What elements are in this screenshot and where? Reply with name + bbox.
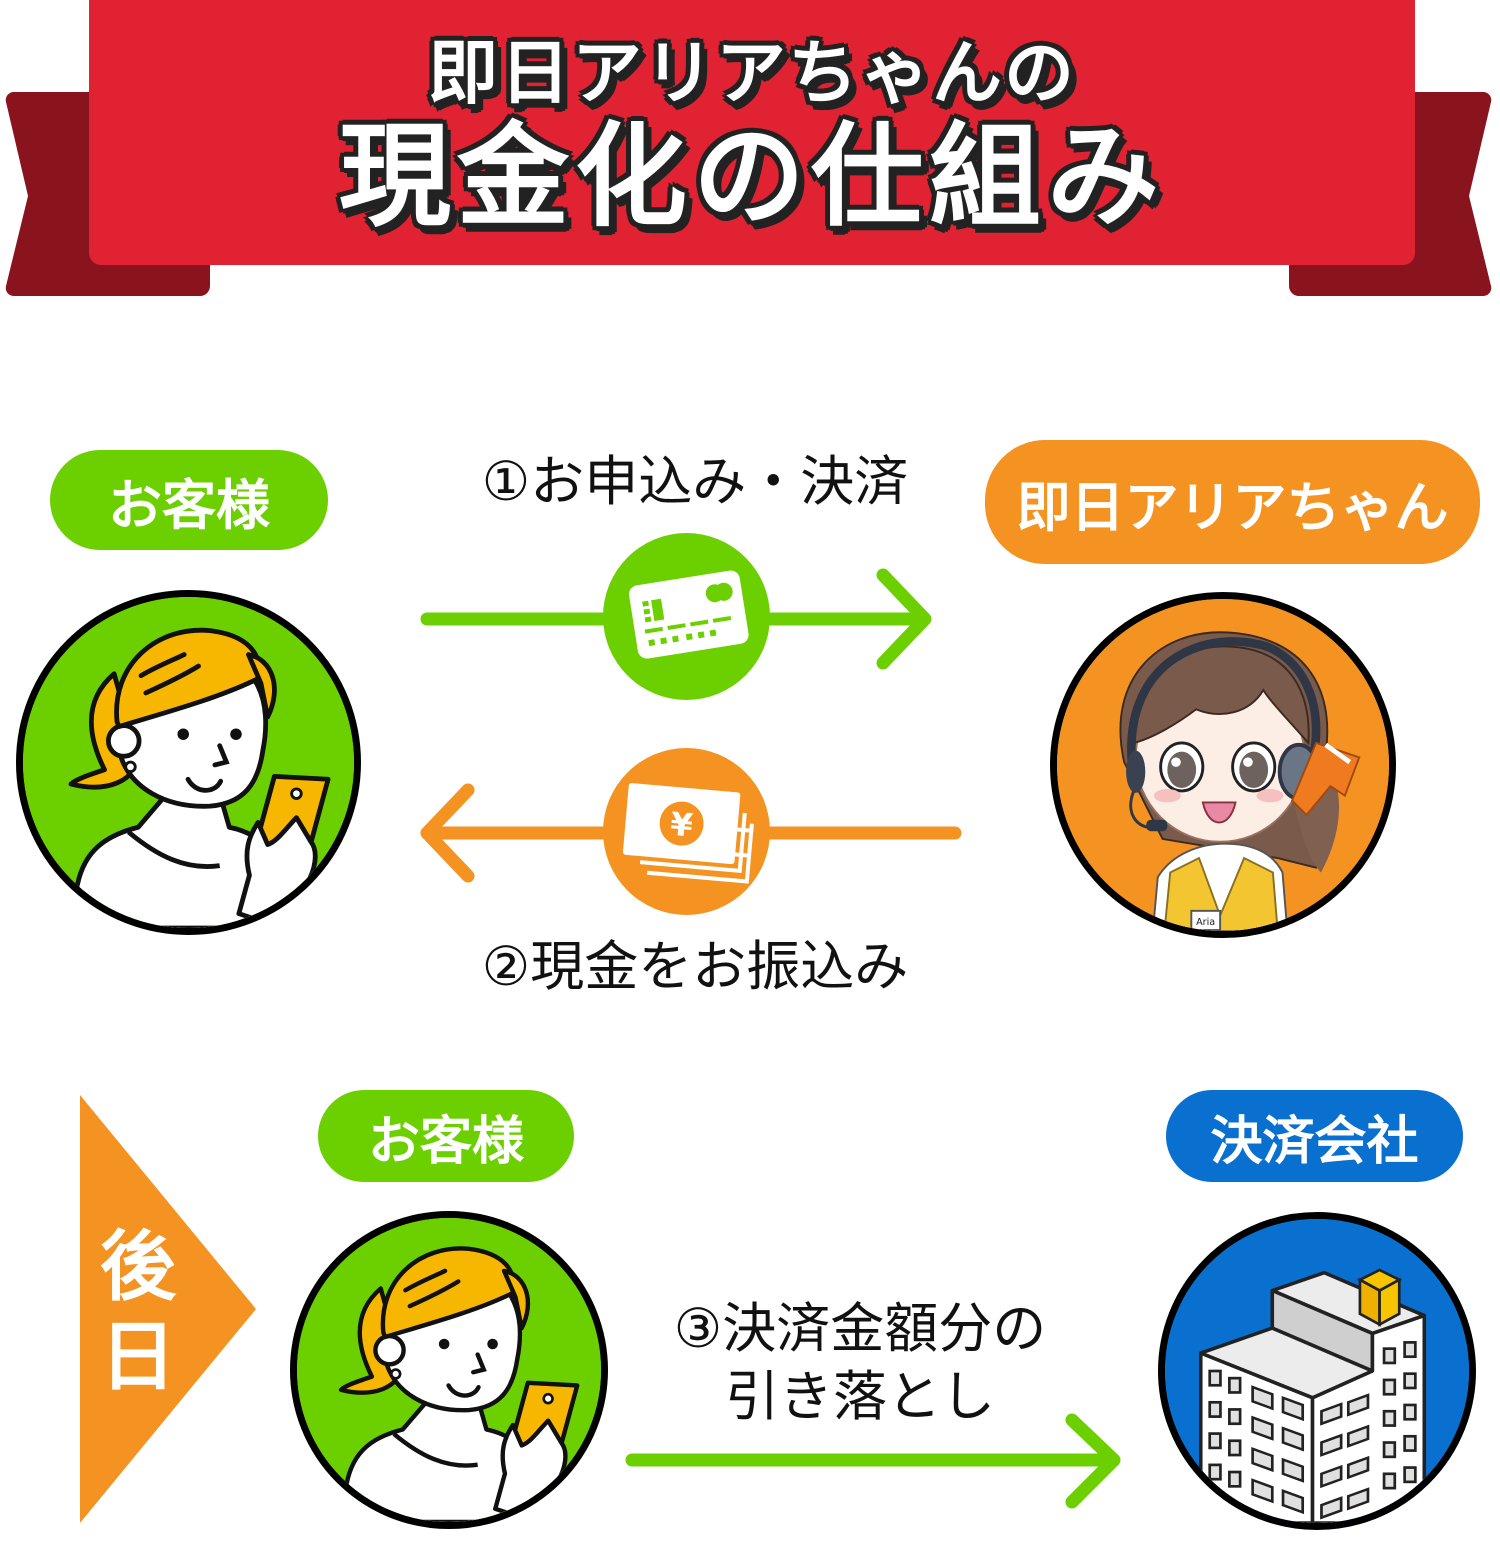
woman-with-smartphone-icon	[297, 1218, 601, 1522]
banner-title: 現金化の仕組み	[339, 112, 1165, 242]
service-label: 即日アリアちゃん	[1016, 475, 1449, 539]
credit-card-icon	[629, 570, 749, 659]
step1-label: ①お申込み・決済	[481, 450, 909, 513]
customer-avatar-later	[290, 1211, 608, 1529]
company-label-pill: 決済会社	[1166, 1090, 1463, 1182]
service-operator-avatar: Aria	[1050, 592, 1396, 938]
later-marker-text: 後日	[100, 1222, 176, 1401]
svg-text:¥: ¥	[669, 805, 694, 845]
banner-body: 即日アリアちゃんの 現金化の仕組み	[89, 0, 1415, 265]
banner-subtitle: 即日アリアちゃんの	[428, 32, 1076, 114]
operator-girl-with-headset-icon: Aria	[1057, 599, 1389, 931]
woman-with-smartphone-icon	[23, 597, 354, 928]
step3-arrow-right-icon	[625, 1413, 1121, 1509]
yen-banknotes-icon: ¥	[622, 783, 754, 884]
customer-avatar	[16, 590, 361, 935]
company-label: 決済会社	[1210, 1111, 1419, 1172]
step3-label-line2: 引き落とし	[725, 1365, 995, 1428]
step3-label: ③決済金額分の 引き落とし	[640, 1295, 1080, 1431]
later-marker-arrow	[80, 1095, 256, 1523]
customer-label: お客様	[108, 473, 270, 537]
office-building-icon	[1165, 1219, 1469, 1523]
credit-card-icon-circle	[603, 533, 770, 700]
customer-label-pill-later: お客様	[318, 1090, 574, 1182]
service-label-pill: 即日アリアちゃん	[985, 440, 1480, 564]
customer-label-later: お客様	[367, 1111, 524, 1172]
company-avatar	[1158, 1212, 1476, 1530]
step3-label-line1: ③決済金額分の	[673, 1297, 1047, 1360]
banknotes-icon-circle: ¥	[603, 748, 770, 915]
step2-label: ②現金をお振込み	[481, 935, 909, 998]
customer-label-pill: お客様	[50, 450, 328, 550]
svg-text:Aria: Aria	[1196, 917, 1215, 928]
